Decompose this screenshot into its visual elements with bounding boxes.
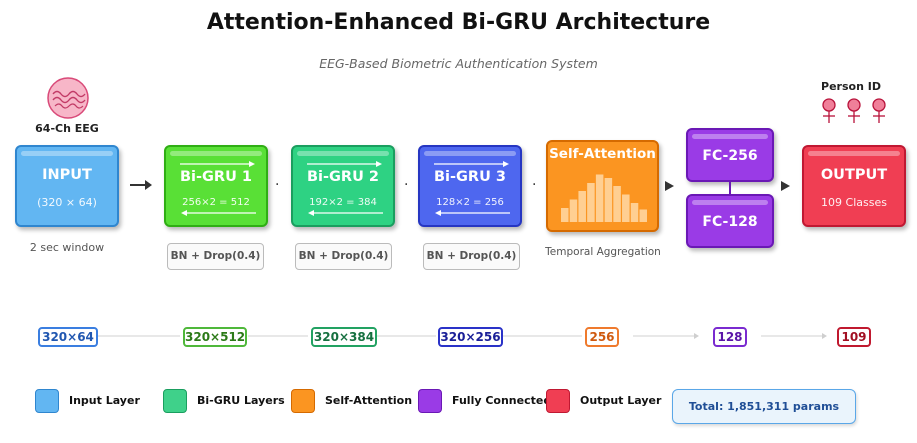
- connector-dot: ·: [532, 177, 537, 193]
- attention-weight-bar: [587, 183, 595, 222]
- legend-label-input: Input Layer: [69, 394, 140, 407]
- flow-arrow: [781, 181, 790, 191]
- fc-connector: [729, 182, 731, 194]
- forward-arrow-icon: [307, 161, 382, 167]
- attention-weight-bar: [561, 208, 569, 222]
- bigru-3-block: Bi-GRU 3 128×2 = 256: [418, 145, 522, 227]
- bigru-2-block: Bi-GRU 2 192×2 = 384: [291, 145, 395, 227]
- bigru-3-title: Bi-GRU 3: [433, 169, 507, 185]
- bigru-1-regularization-tag: BN + Drop(0.4): [167, 243, 264, 270]
- person-icon: [822, 98, 836, 123]
- person-icon: [872, 98, 886, 123]
- fc-256-title: FC-256: [702, 148, 758, 164]
- dim-label-fc: 128: [713, 327, 747, 347]
- connector-dot: ·: [404, 177, 409, 193]
- fc-128-block: FC-128: [686, 194, 774, 248]
- bigru-3-regularization-tag: BN + Drop(0.4): [423, 243, 520, 270]
- legend-swatch-output: [546, 389, 570, 413]
- bigru-2-regularization-tag: BN + Drop(0.4): [295, 243, 392, 270]
- legend-swatch-input: [35, 389, 59, 413]
- attention-weight-bar: [569, 199, 578, 222]
- dim-label-gru3: 320×256: [438, 327, 503, 347]
- legend-label-fc: Fully Connected: [452, 394, 552, 407]
- eeg-brain-icon: [47, 77, 89, 119]
- flow-arrow: [665, 181, 674, 191]
- backward-arrow-icon: [435, 210, 510, 216]
- legend-label-attention: Self-Attention: [325, 394, 413, 407]
- legend-swatch-bigru: [163, 389, 187, 413]
- person-id-label: Person ID: [821, 80, 881, 93]
- flow-arrow: [130, 180, 152, 190]
- total-params-box: Total: 1,851,311 params: [672, 389, 856, 424]
- bigru-1-dims: 256×2 = 512: [182, 197, 250, 208]
- self-attention-title: Self-Attention: [549, 146, 656, 162]
- attention-weights-bars: [561, 174, 647, 222]
- forward-arrow-icon: [434, 161, 509, 167]
- bigru-3-dims: 128×2 = 256: [436, 197, 504, 208]
- attention-weight-bar: [604, 178, 613, 222]
- attention-weight-bar: [630, 203, 639, 222]
- bigru-1-title: Bi-GRU 1: [179, 169, 253, 185]
- forward-arrow-icon: [180, 161, 255, 167]
- legend-label-output: Output Layer: [580, 394, 662, 407]
- output-block: OUTPUT 109 Classes: [802, 145, 906, 227]
- attention-weight-bar: [622, 194, 630, 222]
- fc-256-block: FC-256: [686, 128, 774, 182]
- output-block-classes: 109 Classes: [821, 196, 887, 209]
- backward-arrow-icon: [181, 210, 256, 216]
- dimension-flow-lines: [97, 333, 827, 339]
- dim-label-gru1: 320×512: [183, 327, 247, 347]
- legend-swatch-attention: [291, 389, 315, 413]
- legend-swatch-fc: [418, 389, 442, 413]
- attention-weight-bar: [639, 209, 647, 222]
- input-block-shape: (320 × 64): [37, 196, 97, 209]
- person-icon: [847, 98, 861, 123]
- fc-128-title: FC-128: [702, 214, 758, 230]
- dim-label-input: 320×64: [38, 327, 98, 347]
- attention-weight-bar: [613, 186, 621, 222]
- bigru-1-block: Bi-GRU 1 256×2 = 512: [164, 145, 268, 227]
- dim-label-gru2: 320×384: [311, 327, 377, 347]
- legend-label-bigru: Bi-GRU Layers: [197, 394, 285, 407]
- dim-label-output: 109: [837, 327, 871, 347]
- attention-weight-bar: [595, 174, 604, 222]
- person-icons: [822, 98, 886, 123]
- input-block: INPUT (320 × 64): [15, 145, 119, 227]
- bigru-2-dims: 192×2 = 384: [309, 197, 377, 208]
- backward-arrow-icon: [308, 210, 383, 216]
- bigru-2-title: Bi-GRU 2: [306, 169, 380, 185]
- connector-dot: ·: [275, 177, 280, 193]
- eeg-label: 64-Ch EEG: [35, 122, 99, 135]
- output-block-title: OUTPUT: [820, 167, 888, 183]
- self-attention-block: Self-Attention: [546, 140, 659, 232]
- input-note: 2 sec window: [29, 241, 105, 254]
- self-attention-note: Temporal Aggregation: [545, 246, 661, 258]
- dim-label-attention: 256: [585, 327, 619, 347]
- input-block-title: INPUT: [42, 167, 92, 183]
- diagram-title: Attention-Enhanced Bi-GRU Architecture: [206, 10, 711, 35]
- attention-weight-bar: [578, 191, 586, 222]
- diagram-subtitle: EEG-Based Biometric Authentication Syste…: [319, 56, 598, 71]
